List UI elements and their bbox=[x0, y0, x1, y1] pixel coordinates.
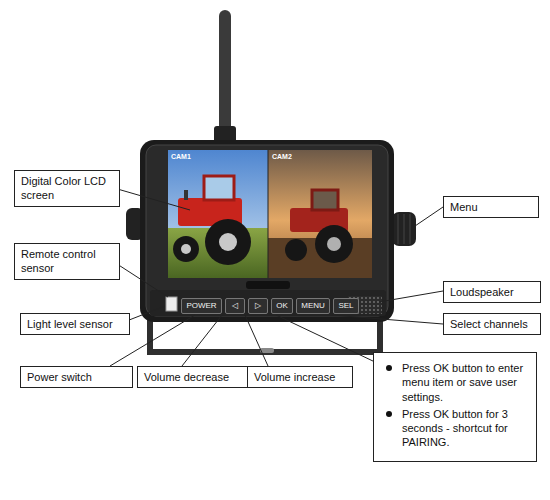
callout-text: Remote control sensor bbox=[21, 247, 113, 276]
note-item: Press OK button for 3 seconds - shortcut… bbox=[380, 407, 528, 450]
button-label: ▷ bbox=[252, 299, 264, 313]
screen-left bbox=[168, 150, 268, 278]
screen-divider bbox=[268, 150, 269, 278]
callout-text: Volume decrease bbox=[144, 370, 242, 384]
monitor-housing bbox=[140, 140, 394, 322]
leader-line bbox=[415, 207, 443, 226]
callout-text: Power switch bbox=[27, 370, 126, 384]
tractor-wheel bbox=[315, 225, 353, 263]
button-label: POWER bbox=[185, 299, 218, 313]
antenna bbox=[219, 10, 231, 135]
channel-label: CAM2 bbox=[272, 153, 292, 160]
callout-text: Light level sensor bbox=[27, 317, 123, 331]
monitor-button: ◁ bbox=[225, 298, 245, 314]
callout-text: Menu bbox=[450, 200, 532, 214]
part-callout: Menu bbox=[443, 196, 539, 218]
button-label: ◁ bbox=[229, 299, 241, 313]
monitor-button: OK bbox=[271, 298, 293, 314]
monitor-button: ▷ bbox=[248, 298, 268, 314]
right-knob bbox=[392, 212, 416, 246]
channel-label: CAM1 bbox=[171, 153, 191, 160]
leader-line bbox=[124, 306, 165, 322]
monitor-button: MENU bbox=[296, 298, 330, 314]
note-text: Press OK button to enter menu item or sa… bbox=[402, 362, 523, 403]
knob-ridge bbox=[398, 214, 399, 244]
knob-ridge bbox=[410, 214, 411, 244]
part-callout: Power switch bbox=[20, 366, 133, 388]
front-slot bbox=[246, 281, 290, 289]
control-strip bbox=[150, 290, 386, 316]
part-callout: Digital Color LCD screen bbox=[14, 170, 120, 207]
note-item: Press OK button to enter menu item or sa… bbox=[380, 361, 528, 404]
tractor-cab bbox=[312, 190, 338, 210]
part-callout: Loudspeaker bbox=[443, 281, 541, 303]
tractor-wheel bbox=[205, 219, 251, 265]
leader-line bbox=[276, 315, 375, 362]
bullet-dot bbox=[386, 411, 392, 417]
part-callout: Select channels bbox=[443, 313, 541, 335]
leader-line bbox=[114, 188, 190, 210]
bullet-dot bbox=[386, 365, 392, 371]
callout-text: Volume increase bbox=[254, 370, 346, 384]
tractor-wheel bbox=[173, 236, 199, 262]
callout-text: Digital Color LCD screen bbox=[21, 174, 113, 203]
monitor-bezel bbox=[146, 145, 388, 316]
tractor-wheel bbox=[285, 239, 307, 261]
part-callout: Volume decrease bbox=[137, 366, 249, 388]
note-box: Press OK button to enter menu item or sa… bbox=[373, 352, 537, 462]
button-label: OK bbox=[275, 299, 289, 313]
callout-text: Select channels bbox=[450, 317, 534, 331]
callout-text: Loudspeaker bbox=[450, 285, 534, 299]
leader-line bbox=[182, 315, 222, 366]
note-text: Press OK button for 3 seconds - shortcut… bbox=[402, 408, 508, 449]
screen-right bbox=[268, 150, 372, 278]
light-sensor bbox=[166, 297, 177, 311]
part-callout: Light level sensor bbox=[20, 313, 130, 335]
part-callout: Volume increase bbox=[247, 366, 353, 388]
monitor-button: SEL bbox=[333, 298, 359, 314]
tractor-cab bbox=[204, 176, 234, 200]
button-label: SEL bbox=[337, 299, 355, 313]
leader-line bbox=[245, 315, 268, 366]
leader-line bbox=[114, 262, 168, 297]
button-label: MENU bbox=[300, 299, 326, 313]
leader-line bbox=[332, 315, 443, 324]
part-callout: Remote control sensor bbox=[14, 243, 120, 280]
wheel-hub bbox=[219, 233, 237, 251]
tractor-exhaust bbox=[184, 190, 188, 200]
wheel-hub bbox=[181, 244, 191, 254]
leader-line bbox=[379, 291, 443, 302]
wheel-hub bbox=[327, 237, 341, 251]
knob-ridge bbox=[404, 214, 405, 244]
monitor-button: POWER bbox=[181, 298, 222, 314]
